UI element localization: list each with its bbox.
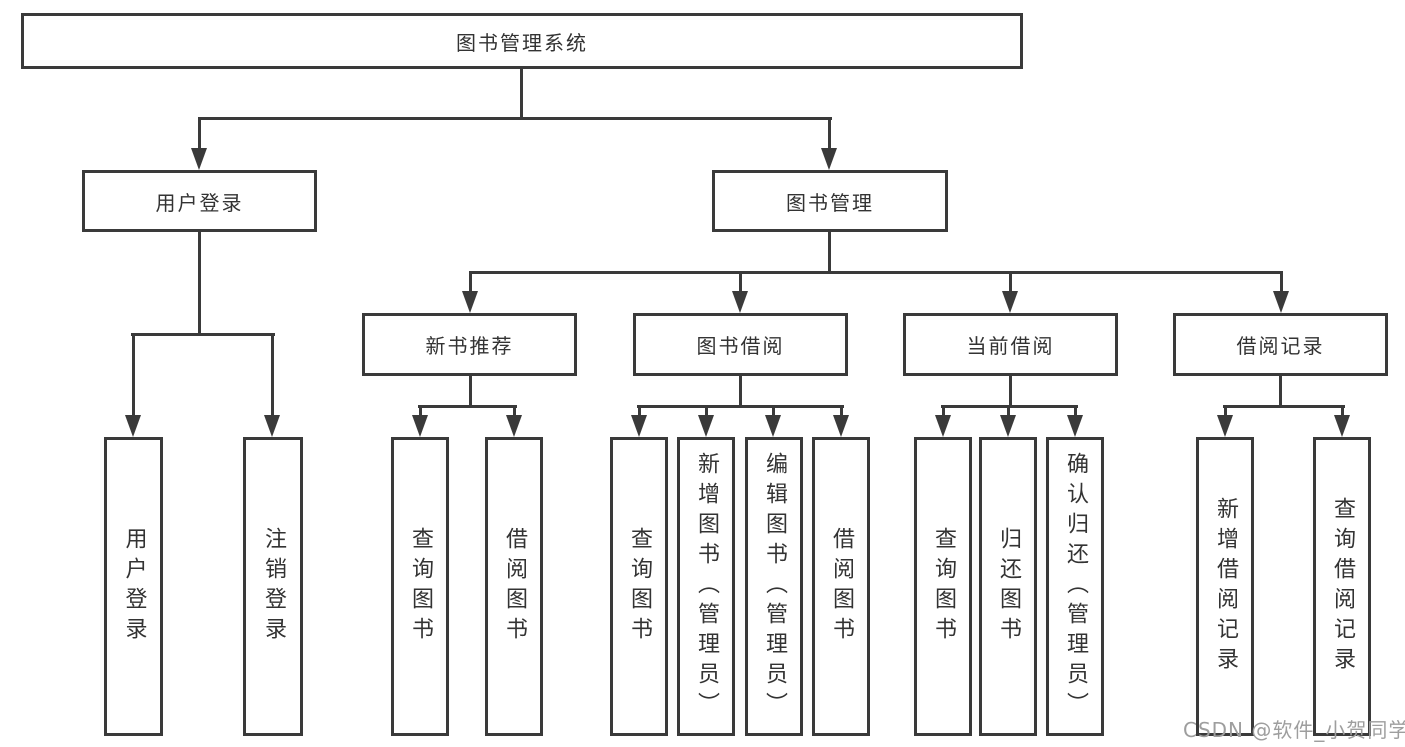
edge-book-management-split bbox=[469, 271, 1283, 274]
arrowhead-down-icon bbox=[833, 415, 849, 437]
leaf-query-books-borrow: 查询图书 bbox=[610, 437, 668, 736]
arrowhead-down-icon bbox=[1273, 291, 1289, 313]
node-library-management-system: 图书管理系统 bbox=[21, 13, 1023, 69]
leaf-label: 新增图书（管理员） bbox=[694, 451, 719, 722]
leaf-user-login: 用户登录 bbox=[104, 437, 163, 736]
arrowhead-down-icon bbox=[765, 415, 781, 437]
leaf-borrow-books: 借阅图书 bbox=[812, 437, 870, 736]
leaf-label: 注销登录 bbox=[261, 526, 286, 647]
leaf-query-books-current: 查询图书 bbox=[914, 437, 972, 736]
leaf-label: 借阅图书 bbox=[502, 526, 527, 647]
edge-to-current-borrow bbox=[1009, 271, 1012, 293]
edge-root-split bbox=[198, 117, 832, 120]
arrowhead-down-icon bbox=[935, 415, 951, 437]
node-label: 用户登录 bbox=[155, 190, 244, 215]
edge-book-management-stem bbox=[828, 232, 831, 274]
leaf-borrow-books-recommend: 借阅图书 bbox=[485, 437, 543, 736]
node-current-borrow: 当前借阅 bbox=[903, 313, 1118, 376]
arrowhead-down-icon bbox=[264, 415, 280, 437]
edge-leaf bbox=[513, 405, 516, 417]
arrowhead-down-icon bbox=[1334, 415, 1350, 437]
node-book-borrow: 图书借阅 bbox=[633, 313, 848, 376]
edge-new-book-split bbox=[418, 405, 517, 408]
arrowhead-down-icon bbox=[1217, 415, 1233, 437]
leaf-label: 用户登录 bbox=[121, 526, 147, 647]
node-book-management: 图书管理 bbox=[712, 170, 948, 232]
leaf-label: 查询图书 bbox=[931, 526, 956, 647]
arrowhead-down-icon bbox=[191, 148, 207, 170]
edge-to-book-management bbox=[828, 117, 831, 150]
leaf-label: 借阅图书 bbox=[829, 526, 854, 647]
leaf-query-borrow-record: 查询借阅记录 bbox=[1313, 437, 1371, 736]
arrowhead-down-icon bbox=[125, 415, 141, 437]
arrowhead-down-icon bbox=[821, 148, 837, 170]
edge-borrow-records-split bbox=[1223, 405, 1345, 408]
edge-leaf bbox=[772, 405, 775, 417]
leaf-label: 确认归还（管理员） bbox=[1063, 451, 1088, 722]
leaf-label: 归还图书 bbox=[996, 526, 1021, 647]
arrowhead-down-icon bbox=[462, 291, 478, 313]
edge-borrow-records-stem bbox=[1279, 376, 1282, 408]
edge-leaf bbox=[1074, 405, 1077, 417]
edge-leaf bbox=[1341, 405, 1344, 417]
edge-to-leaf-logout bbox=[271, 333, 274, 417]
arrowhead-down-icon bbox=[1067, 415, 1083, 437]
edge-to-new-book bbox=[469, 271, 472, 293]
edge-user-login-split bbox=[131, 333, 275, 336]
arrowhead-down-icon bbox=[1000, 415, 1016, 437]
leaf-add-books-admin: 新增图书（管理员） bbox=[677, 437, 735, 736]
node-label: 借阅记录 bbox=[1236, 334, 1325, 358]
arrowhead-down-icon bbox=[698, 415, 714, 437]
edge-leaf bbox=[840, 405, 843, 417]
edge-new-book-stem bbox=[469, 376, 472, 408]
leaf-label: 查询图书 bbox=[408, 526, 433, 647]
leaf-add-borrow-record: 新增借阅记录 bbox=[1196, 437, 1254, 736]
leaf-edit-books-admin: 编辑图书（管理员） bbox=[745, 437, 803, 736]
leaf-label: 查询图书 bbox=[627, 526, 652, 647]
edge-leaf bbox=[705, 405, 708, 417]
arrowhead-down-icon bbox=[1002, 291, 1018, 313]
node-label: 新书推荐 bbox=[425, 334, 514, 358]
edge-to-book-borrow bbox=[739, 271, 742, 293]
edge-to-leaf-user-login bbox=[132, 333, 135, 417]
node-label: 图书借阅 bbox=[696, 334, 785, 358]
leaf-query-books-recommend: 查询图书 bbox=[391, 437, 449, 736]
edge-leaf bbox=[942, 405, 945, 417]
leaf-label: 新增借阅记录 bbox=[1213, 496, 1238, 677]
arrowhead-down-icon bbox=[506, 415, 522, 437]
csdn-watermark: CSDN @软件_小贺同学 bbox=[1183, 718, 1405, 742]
leaf-logout: 注销登录 bbox=[243, 437, 303, 736]
node-user-login: 用户登录 bbox=[82, 170, 317, 232]
edge-user-login-stem bbox=[198, 232, 201, 336]
edge-leaf bbox=[638, 405, 641, 417]
node-label: 图书管理 bbox=[786, 190, 874, 215]
leaf-label: 编辑图书（管理员） bbox=[762, 451, 787, 722]
arrowhead-down-icon bbox=[631, 415, 647, 437]
edge-book-borrow-split bbox=[637, 405, 844, 408]
node-new-book-recommend: 新书推荐 bbox=[362, 313, 577, 376]
edge-to-user-login bbox=[198, 117, 201, 150]
edge-current-borrow-stem bbox=[1009, 376, 1012, 408]
node-borrow-records: 借阅记录 bbox=[1173, 313, 1388, 376]
edge-to-borrow-records bbox=[1280, 271, 1283, 293]
edge-root-stem bbox=[520, 69, 523, 117]
arrowhead-down-icon bbox=[412, 415, 428, 437]
leaf-label: 查询借阅记录 bbox=[1330, 496, 1355, 677]
arrowhead-down-icon bbox=[732, 291, 748, 313]
edge-leaf bbox=[1224, 405, 1227, 417]
edge-leaf bbox=[1007, 405, 1010, 417]
edge-book-borrow-stem bbox=[739, 376, 742, 408]
node-label: 当前借阅 bbox=[966, 334, 1055, 358]
node-label: 图书管理系统 bbox=[456, 30, 588, 55]
leaf-confirm-return-admin: 确认归还（管理员） bbox=[1046, 437, 1104, 736]
edge-leaf bbox=[419, 405, 422, 417]
leaf-return-books: 归还图书 bbox=[979, 437, 1037, 736]
